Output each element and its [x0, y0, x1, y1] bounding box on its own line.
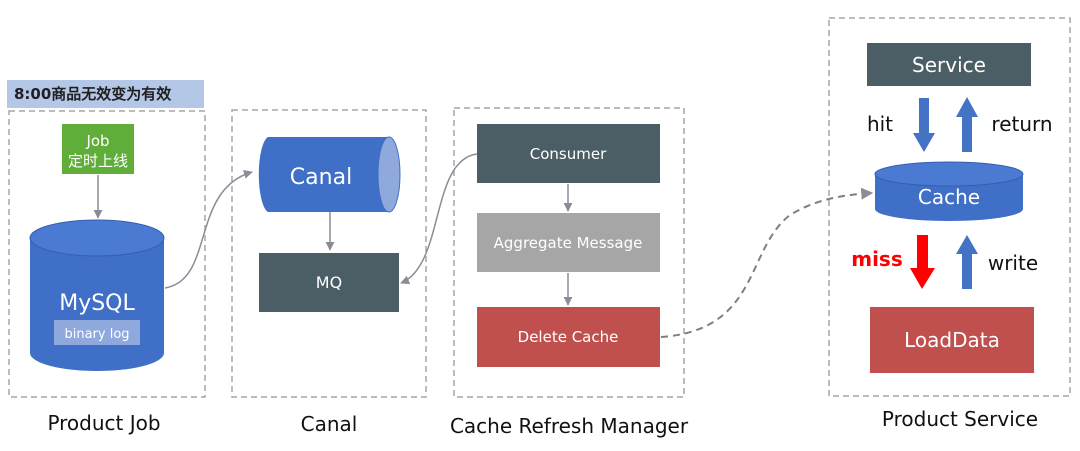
product-service-boundary — [828, 17, 1071, 397]
binlog-label: binary log — [64, 327, 129, 342]
hit-down-arrow — [913, 98, 935, 152]
aggregate-label: Aggregate Message — [494, 234, 643, 252]
job-label-line2: 定时上线 — [68, 152, 128, 170]
cache-label: Cache — [918, 185, 980, 209]
canal-cylinder — [258, 137, 399, 212]
service-label: Service — [912, 53, 986, 77]
aggregate-box — [477, 213, 660, 272]
delete-cache-box — [477, 307, 660, 367]
trigger-banner — [7, 80, 204, 108]
canal-cylinder-end — [377, 136, 401, 213]
cache-refresh-manager-group: Consumer Aggregate Message Delete Cache … — [450, 107, 689, 438]
delete-to-cache-curve — [660, 187, 874, 338]
mq-label: MQ — [316, 273, 342, 292]
mq-box — [259, 253, 399, 312]
mysql-cylinder-top — [29, 219, 165, 257]
job-box — [62, 124, 134, 174]
mysql-label: MySQL — [59, 291, 135, 316]
miss-label: miss — [851, 247, 903, 271]
product-job-group: 8:00商品无效变为有效 Job 定时上线 MySQL binary log P… — [7, 80, 206, 435]
miss-down-arrow — [910, 235, 935, 289]
loaddata-label: LoadData — [904, 328, 1000, 352]
crm-caption: Cache Refresh Manager — [450, 414, 689, 438]
product-service-group: Service hit return Cache miss write Load… — [828, 17, 1071, 431]
cache-cylinder — [875, 174, 1023, 221]
product-service-caption: Product Service — [882, 407, 1038, 431]
job-label-line1: Job — [85, 132, 109, 150]
crm-boundary — [453, 107, 685, 398]
trigger-banner-text: 8:00商品无效变为有效 — [14, 85, 172, 103]
hit-label: hit — [867, 112, 893, 136]
consumer-box — [477, 124, 660, 183]
write-up-arrow — [956, 235, 978, 289]
consumer-label: Consumer — [530, 145, 607, 163]
cache-cylinder-top — [874, 161, 1024, 187]
product-job-caption: Product Job — [47, 411, 160, 435]
product-job-boundary — [8, 110, 206, 398]
canal-group: Canal MQ Canal — [231, 109, 427, 436]
return-label: return — [991, 112, 1052, 136]
write-label: write — [988, 251, 1038, 275]
return-up-arrow — [956, 97, 978, 152]
canal-caption: Canal — [301, 412, 358, 436]
canal-label: Canal — [290, 165, 352, 190]
service-box — [867, 43, 1031, 86]
loaddata-box — [870, 307, 1034, 373]
binlog-box — [54, 320, 140, 345]
mysql-to-canal-curve — [164, 169, 253, 289]
delete-cache-label: Delete Cache — [518, 328, 619, 346]
consumer-to-mq-curve — [400, 153, 478, 285]
